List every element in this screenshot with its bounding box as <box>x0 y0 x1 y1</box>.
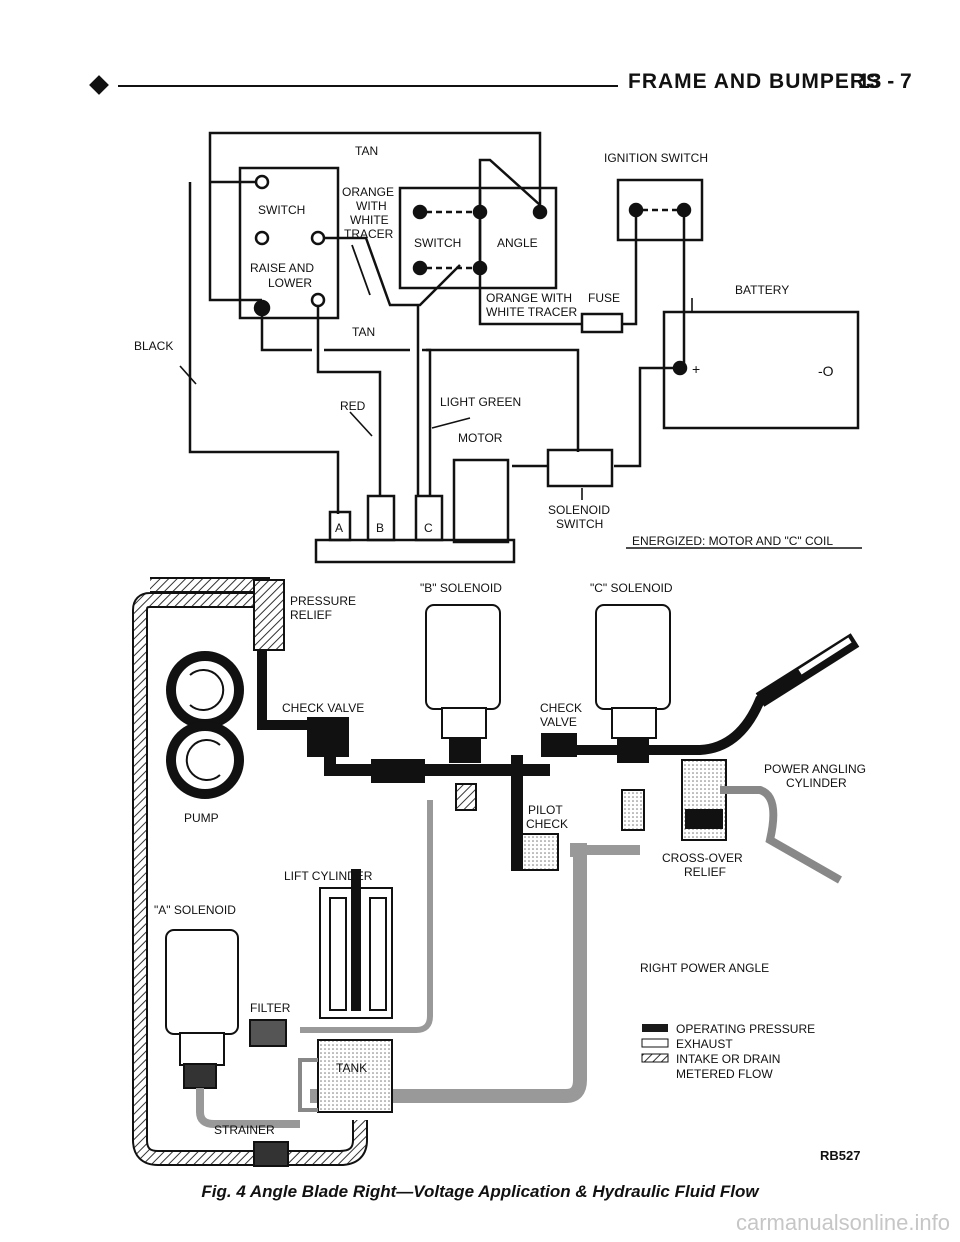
label-energized: ENERGIZED: MOTOR AND "C" COIL <box>632 534 833 548</box>
label-c-solenoid: "C" SOLENOID <box>590 581 673 595</box>
label-battery: BATTERY <box>735 283 789 297</box>
label-right-power-angle: RIGHT POWER ANGLE <box>640 961 769 975</box>
label-pilot-check: CHECK <box>526 817 568 831</box>
label-orange-1: ORANGE <box>342 185 394 199</box>
electrical-labels: TAN IGNITION SWITCH SWITCH RAISE AND LOW… <box>134 144 834 548</box>
label-relief: RELIEF <box>290 608 332 622</box>
label-motor: MOTOR <box>458 431 503 445</box>
label-tan-mid: TAN <box>352 325 375 339</box>
label-power-angling: POWER ANGLING <box>764 762 866 776</box>
label-solenoid-switch: SWITCH <box>556 517 603 531</box>
label-filter: FILTER <box>250 1001 291 1015</box>
pump-gear-upper <box>166 651 244 729</box>
label-term-c: C <box>424 521 433 535</box>
check-valve-1 <box>307 717 349 757</box>
legend-label: OPERATING PRESSURE <box>676 1022 815 1036</box>
hydraulic-labels: PRESSURE RELIEF "B" SOLENOID "C" SOLENOI… <box>154 581 866 1137</box>
watermark: carmanualsonline.info <box>735 1210 950 1235</box>
label-a-solenoid: "A" SOLENOID <box>154 903 236 917</box>
legend-swatch-pressure <box>642 1024 668 1032</box>
label-cylinder: CYLINDER <box>786 776 847 790</box>
label-valve: VALVE <box>540 715 577 729</box>
label-orange-2: WITH <box>356 199 387 213</box>
a-solenoid <box>165 929 239 1035</box>
label-cross-relief: RELIEF <box>684 865 726 879</box>
terminal-block <box>314 538 516 564</box>
label-orange-tracer-1: ORANGE WITH <box>486 291 572 305</box>
legend-swatch-exhaust <box>641 1038 669 1048</box>
label-raise-and: RAISE AND <box>250 261 314 275</box>
label-tan-top: TAN <box>355 144 378 158</box>
ignition-switch <box>616 178 704 242</box>
hydraulic-circuit <box>132 577 860 1167</box>
label-battery-minus: -O <box>818 363 834 379</box>
label-orange-3: WHITE <box>350 213 389 227</box>
label-solenoid: SOLENOID <box>548 503 610 517</box>
wiring-and-hydraulic-diagram: TAN IGNITION SWITCH SWITCH RAISE AND LOW… <box>132 131 866 1167</box>
figure-code: RB527 <box>820 1148 861 1163</box>
fuse <box>580 312 624 334</box>
label-black: BLACK <box>134 339 173 353</box>
battery <box>662 310 860 430</box>
b-solenoid <box>425 604 501 710</box>
angle-switch <box>398 186 558 290</box>
label-angle-switch: SWITCH <box>414 236 461 250</box>
label-lift-cylinder: LIFT CYLINDER <box>284 869 373 883</box>
raise-lower-switch <box>238 166 340 320</box>
label-switch: SWITCH <box>258 203 305 217</box>
tank <box>317 1039 393 1113</box>
label-check: CHECK <box>540 701 582 715</box>
label-red: RED <box>340 399 366 413</box>
pump-gear-lower <box>166 721 244 799</box>
label-term-b: B <box>376 521 384 535</box>
strainer <box>253 1141 289 1167</box>
section-title: FRAME AND BUMPERS <box>628 70 882 93</box>
label-cross-over: CROSS-OVER <box>662 851 743 865</box>
label-battery-plus: + <box>692 361 700 377</box>
solenoid-switch <box>546 448 614 488</box>
page-number: 13 - 7 <box>858 70 912 93</box>
pilot-check <box>521 833 559 871</box>
label-light-green: LIGHT GREEN <box>440 395 521 409</box>
label-b-solenoid: "B" SOLENOID <box>420 581 502 595</box>
header-rule <box>118 85 618 87</box>
legend-label: METERED FLOW <box>676 1067 773 1081</box>
motor <box>452 458 510 544</box>
label-orange-tracer-2: WHITE TRACER <box>486 305 577 319</box>
label-check-valve: CHECK VALVE <box>282 701 364 715</box>
legend-label: EXHAUST <box>676 1037 733 1051</box>
filter <box>249 1019 287 1047</box>
label-pressure: PRESSURE <box>290 594 356 608</box>
label-angle: ANGLE <box>497 236 538 250</box>
label-strainer: STRAINER <box>214 1123 275 1137</box>
electrical-schematic <box>179 131 862 564</box>
page-header: FRAME AND BUMPERS 13 - 7 <box>0 70 960 106</box>
pressure-relief <box>253 579 285 651</box>
label-pilot: PILOT <box>528 803 563 817</box>
c-solenoid <box>595 604 671 710</box>
label-lower: LOWER <box>268 276 312 290</box>
legend: OPERATING PRESSURE EXHAUST INTAKE OR DRA… <box>641 1022 815 1081</box>
legend-label: INTAKE OR DRAIN <box>676 1052 780 1066</box>
label-fuse: FUSE <box>588 291 620 305</box>
label-term-a: A <box>335 521 343 535</box>
figure-caption: Fig. 4 Angle Blade Right—Voltage Applica… <box>201 1182 759 1201</box>
label-tank: TANK <box>336 1061 367 1075</box>
label-orange-4: TRACER <box>344 227 394 241</box>
label-ignition-switch: IGNITION SWITCH <box>604 151 708 165</box>
label-pump: PUMP <box>184 811 219 825</box>
legend-swatch-intake <box>641 1053 669 1063</box>
